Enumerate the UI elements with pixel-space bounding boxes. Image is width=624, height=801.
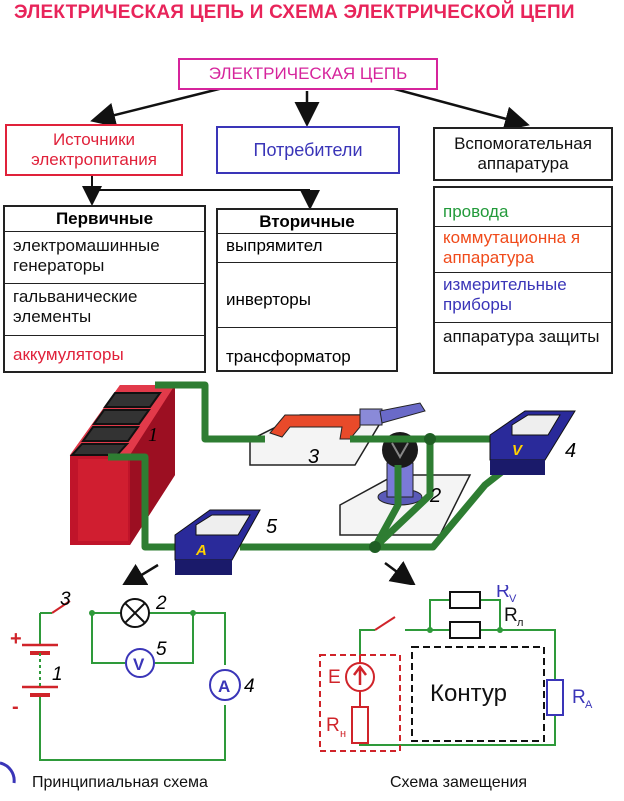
auxiliary-item: измерительные приборы (443, 275, 567, 314)
consumers-label: Потребители (253, 139, 363, 160)
consumers-box: Потребители (216, 126, 400, 174)
illustration-label: 5 (266, 516, 278, 538)
voltmeter-symbol-circle: V (125, 648, 155, 678)
secondary-header: Вторичные (259, 212, 355, 231)
ra-sub: А (585, 699, 593, 711)
auxiliary-header-box: Вспомогательная аппаратура (433, 127, 613, 181)
ammeter-symbol-circle: A (209, 669, 241, 701)
auxiliary-header-label: Вспомогательная аппаратура (454, 134, 592, 173)
primary-item: аккумуляторы (13, 345, 124, 364)
ammeter-illustration: A (174, 509, 261, 575)
principal-label: 5 (156, 639, 167, 660)
tree-connectors (82, 83, 530, 210)
battery-minus: - (12, 696, 19, 718)
rv-sub: V (509, 593, 517, 605)
secondary-table: Вторичные выпрямител инверторы трансформ… (216, 208, 398, 372)
principal-schematic: + - V A 3 2 5 1 4 Принципиальная схема (0, 589, 255, 791)
root-box: ЭЛЕКТРИЧЕСКАЯ ЦЕПЬ (178, 58, 438, 90)
contour-label: Контур (430, 680, 507, 707)
switch-illustration (269, 402, 426, 440)
secondary-item: трансформатор (226, 347, 351, 366)
emf-label: E (328, 667, 341, 688)
principal-label: 4 (244, 676, 255, 697)
root-label: ЭЛЕКТРИЧЕСКАЯ ЦЕПЬ (208, 64, 408, 83)
illustration-label: 1 (148, 424, 158, 446)
rl-label: R (504, 605, 518, 626)
primary-header: Первичные (55, 209, 154, 228)
principal-ammeter: A (218, 677, 230, 696)
secondary-item: выпрямител (226, 236, 323, 255)
sources-box: Источники электропитания (5, 124, 183, 176)
auxiliary-table: провода коммутационна я аппаратура измер… (433, 186, 613, 374)
principal-caption: Принципиальная схема (32, 774, 208, 791)
auxiliary-item: коммутационна я аппаратура (443, 228, 581, 267)
circuit-illustration: V A 1 2 3 4 5 (69, 381, 576, 585)
lamp-symbol (120, 598, 150, 628)
primary-table: Первичные электромашинные генераторы гал… (3, 205, 206, 373)
voltmeter-symbol: V (512, 442, 524, 459)
equivalent-schematic: E R н Контур R V R л R А Схема замещения (319, 585, 593, 791)
auxiliary-item: провода (443, 202, 509, 221)
secondary-item: инверторы (226, 290, 311, 309)
principal-voltmeter: V (133, 655, 145, 674)
illustration-label: 4 (565, 440, 576, 462)
equivalent-caption: Схема замещения (390, 774, 527, 791)
voltmeter-illustration: V (489, 410, 576, 475)
primary-item: электромашинные генераторы (13, 236, 160, 275)
battery-plus: + (10, 628, 22, 650)
ammeter-symbol: A (195, 542, 207, 559)
page-title: ЭЛЕКТРИЧЕСКАЯ ЦЕПЬ И СХЕМА ЭЛЕКТРИЧЕСКОЙ… (14, 2, 575, 23)
principal-label: 2 (155, 593, 167, 614)
rn-label: R (326, 715, 340, 736)
primary-item: гальванические элементы (13, 287, 138, 326)
rv-label: R (496, 585, 510, 602)
sources-label: Источники электропитания (31, 130, 157, 169)
auxiliary-item: аппаратура защиты (443, 327, 600, 346)
battery-illustration (69, 385, 175, 545)
principal-label: 1 (52, 664, 63, 685)
principal-label: 3 (60, 589, 71, 610)
ra-label: R (572, 687, 586, 708)
illustration-label: 3 (308, 446, 319, 468)
rn-sub: н (340, 728, 346, 740)
rl-sub: л (517, 617, 523, 629)
illustration-label: 2 (429, 485, 441, 507)
